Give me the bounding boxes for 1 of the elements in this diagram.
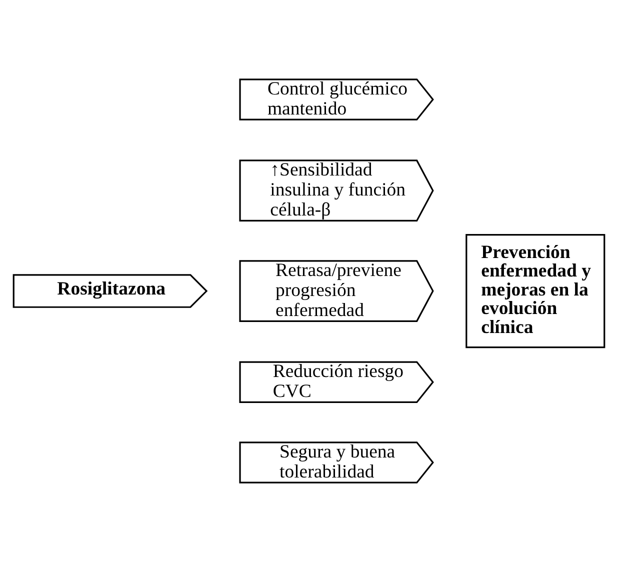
node-box: Prevención enfermedad y mejoras en la evolución clínica (466, 234, 606, 348)
